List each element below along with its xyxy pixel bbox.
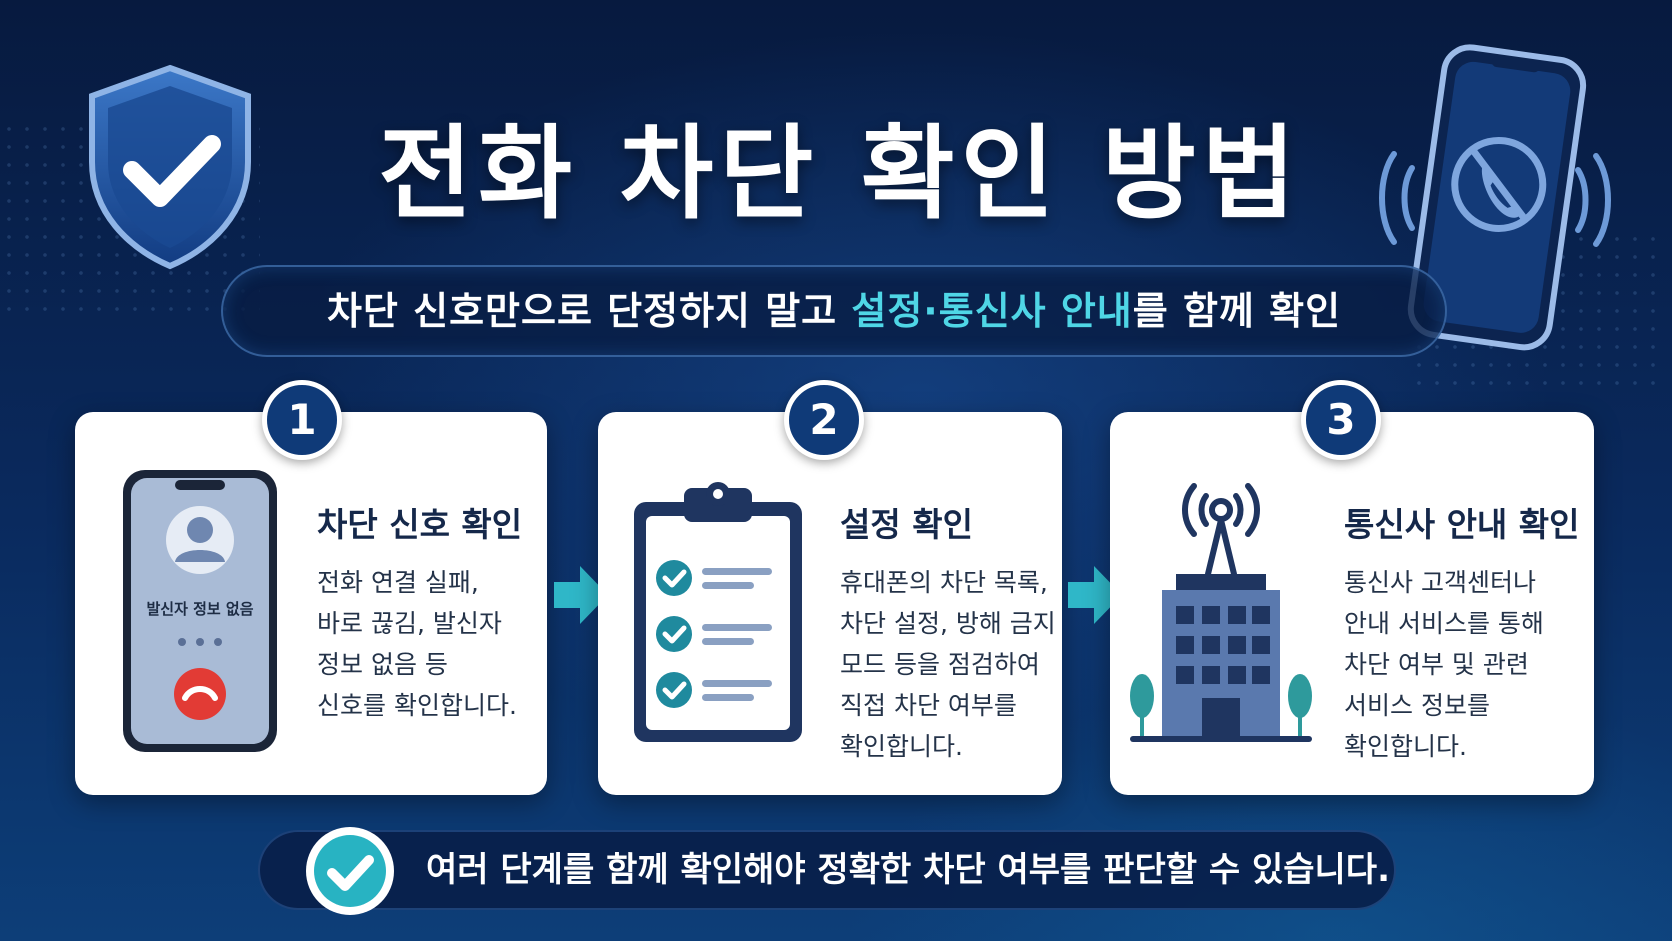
step-desc-3-line: 안내 서비스를 통해 (1344, 609, 1544, 638)
phone-call-screen-icon: 발신자 정보 없음 (119, 466, 281, 756)
step-number-badge-1: 1 (262, 380, 342, 460)
step-desc-1-line: 정보 없음 등 (317, 650, 448, 679)
step-desc-2-line: 직접 차단 여부를 (840, 691, 1017, 720)
step-desc-2-line: 차단 설정, 방해 금지 (840, 609, 1056, 638)
step-card-1: 발신자 정보 없음 차단 신호 확인 전화 연결 실패, 바로 끊김, 발신자 … (75, 412, 547, 795)
step-desc-3-line: 통신사 고객센터나 (1344, 568, 1536, 597)
step-number-badge-2: 2 (784, 380, 864, 460)
step-desc-2: 휴대폰의 차단 목록, 차단 설정, 방해 금지 모드 등을 점검하여 직접 차… (840, 562, 1056, 767)
step-number-badge-3: 3 (1301, 380, 1381, 460)
subtitle-text-start: 차단 신호만으로 단정하지 말고 (326, 289, 852, 333)
footer-banner: 여러 단계를 함께 확인해야 정확한 차단 여부를 판단할 수 있습니다. (258, 827, 1396, 915)
carrier-building-antenna-icon (1130, 483, 1312, 742)
step-desc-2-line: 모드 등을 점검하여 (840, 650, 1040, 679)
shield-check-icon (89, 64, 251, 270)
arrow-right-icon (1068, 566, 1122, 624)
blocked-phone-icon (1379, 44, 1611, 351)
step-desc-3-line: 차단 여부 및 관련 (1344, 650, 1529, 679)
step-desc-3: 통신사 고객센터나 안내 서비스를 통해 차단 여부 및 관련 서비스 정보를 … (1344, 562, 1544, 767)
subtitle-text-end: 를 함께 확인 (1132, 289, 1342, 333)
step-desc-3-line: 확인합니다. (1344, 732, 1467, 761)
step-desc-1-line: 바로 끊김, 발신자 (317, 609, 502, 638)
step-card-2: 설정 확인 휴대폰의 차단 목록, 차단 설정, 방해 금지 모드 등을 점검하… (598, 412, 1062, 795)
footer-text: 여러 단계를 함께 확인해야 정확한 차단 여부를 판단할 수 있습니다. (426, 850, 1391, 890)
subtitle-highlight: 설정·통신사 안내 (851, 289, 1133, 333)
check-circle-icon (306, 827, 394, 915)
caller-info-label: 발신자 정보 없음 (146, 600, 254, 618)
step-desc-1-line: 전화 연결 실패, (317, 568, 479, 597)
arrow-right-icon (554, 566, 608, 624)
step-title-1: 차단 신호 확인 (317, 505, 523, 544)
step-desc-1: 전화 연결 실패, 바로 끊김, 발신자 정보 없음 등 신호를 확인합니다. (317, 562, 517, 726)
step-desc-2-line: 확인합니다. (840, 732, 963, 761)
step-desc-3-line: 서비스 정보를 (1344, 691, 1490, 720)
step-card-3: 통신사 안내 확인 통신사 고객센터나 안내 서비스를 통해 차단 여부 및 관… (1110, 412, 1594, 795)
step-title-2: 설정 확인 (840, 505, 973, 544)
clipboard-checklist-icon (634, 482, 802, 742)
subtitle-banner: 차단 신호만으로 단정하지 말고 설정·통신사 안내를 함께 확인 (221, 265, 1447, 357)
step-title-3: 통신사 안내 확인 (1344, 505, 1580, 544)
page-title: 전화 차단 확인 방법 (378, 115, 1302, 234)
step-desc-2-line: 휴대폰의 차단 목록, (840, 568, 1048, 597)
step-desc-1-line: 신호를 확인합니다. (317, 691, 517, 720)
